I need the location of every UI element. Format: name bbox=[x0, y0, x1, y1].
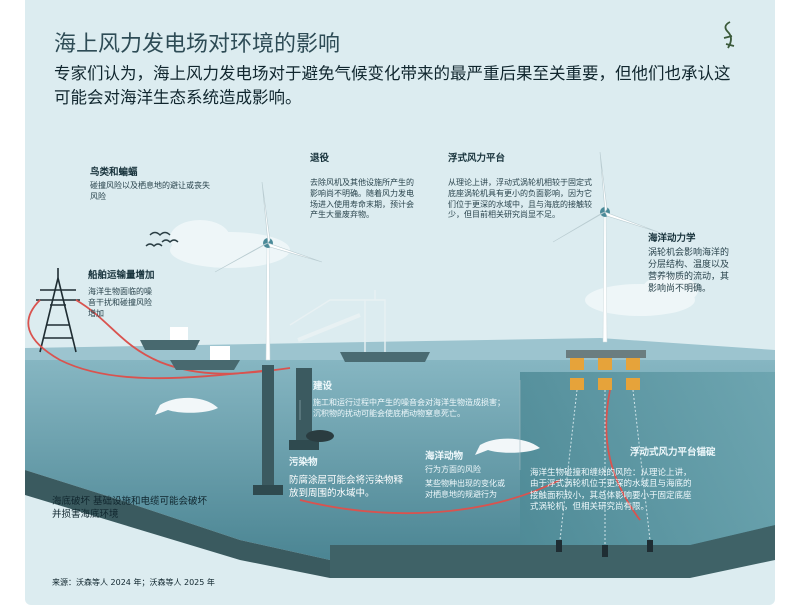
barge bbox=[340, 352, 430, 362]
seabed bbox=[330, 525, 775, 578]
page-subtitle: 专家们认为，海上风力发电场对于避免气候变化带来的最严重后果至关重要，但他们也承认… bbox=[54, 64, 731, 107]
marine-text: 某些物种出现的变化或 对栖息地的规避行为 bbox=[425, 479, 505, 499]
bird-flock-icon bbox=[145, 231, 179, 247]
decommissioned-tower bbox=[289, 368, 334, 450]
anchors bbox=[556, 540, 653, 557]
pollutant-heading: 污染物 bbox=[289, 457, 318, 468]
floating-text: 从理论上讲，浮动式涡轮机相较于固定式 底座涡轮机具有更小的负面影响，因为它 们位… bbox=[448, 178, 592, 220]
shipping-heading: 船舶运输量增加 bbox=[88, 270, 155, 281]
anchor-text: 海洋生物碰撞和缠绕的风险：从理论上讲， 由于浮式涡轮机位于更深的水域且与海底的 … bbox=[530, 468, 692, 513]
decommission-heading: 退役 bbox=[310, 153, 330, 164]
seabed-text: 海底破坏 基础设施和电缆可能会破坏 并损害海底环境 bbox=[52, 496, 208, 520]
power-cables bbox=[27, 299, 641, 521]
ocean-dynamics-text: 涡轮机会影响海洋的 分层结构、温度以及 营养物质的流动，其 影响尚不明确。 bbox=[648, 248, 730, 295]
wind-turbine-icon bbox=[214, 181, 323, 361]
marine-subheading: 行为方面的风险 bbox=[425, 465, 481, 474]
mooring-lines bbox=[559, 389, 651, 545]
anchor-heading: 浮动式风力平台锚碇 bbox=[630, 447, 716, 458]
leader-lines bbox=[299, 380, 521, 470]
page-title: 海上风力发电场对环境的影响 bbox=[54, 32, 341, 57]
monopile-base bbox=[253, 485, 283, 495]
monopile bbox=[262, 365, 274, 490]
floating-heading: 浮式风力平台 bbox=[448, 153, 506, 164]
birds-text: 碰撞风险以及栖息地的避让或丧失 风险 bbox=[90, 181, 210, 201]
whale-icon bbox=[155, 397, 540, 455]
deep-water-panel bbox=[520, 372, 775, 545]
floating-turbine-icon bbox=[552, 151, 659, 343]
construction-heading: 建设 bbox=[313, 381, 333, 392]
source-note: 来源：沃森等人 2024 年；沃森等人 2025 年 bbox=[52, 578, 215, 587]
ship-icon bbox=[140, 327, 240, 370]
construction-text: 施工和运行过程中产生的噪音会对海洋生物造成损害； 沉积物的扰动可能会使底栖动物窒… bbox=[313, 398, 505, 418]
birds-heading: 鸟类和蝙蝠 bbox=[90, 167, 138, 178]
ocean-dynamics-heading: 海洋动力学 bbox=[648, 233, 696, 244]
shipping-text: 海洋生物面临的噪 音干扰和碰撞风险 增加 bbox=[88, 287, 152, 318]
seabed-edge bbox=[25, 470, 330, 578]
decommission-text: 去除风机及其他设施所产生的 影响尚不明确。随着风力发电 场进入使用寿命末期，预计… bbox=[310, 178, 414, 220]
lizard-logo-icon bbox=[723, 21, 735, 49]
marine-heading: 海洋动物 bbox=[425, 451, 464, 462]
pylon-icon bbox=[36, 268, 80, 353]
crane-icon bbox=[289, 290, 386, 355]
clouds bbox=[170, 220, 698, 316]
pollutant-text: 防腐涂层可能会将污染物释 放到周围的水域中。 bbox=[289, 475, 404, 499]
floating-platform bbox=[566, 350, 646, 390]
